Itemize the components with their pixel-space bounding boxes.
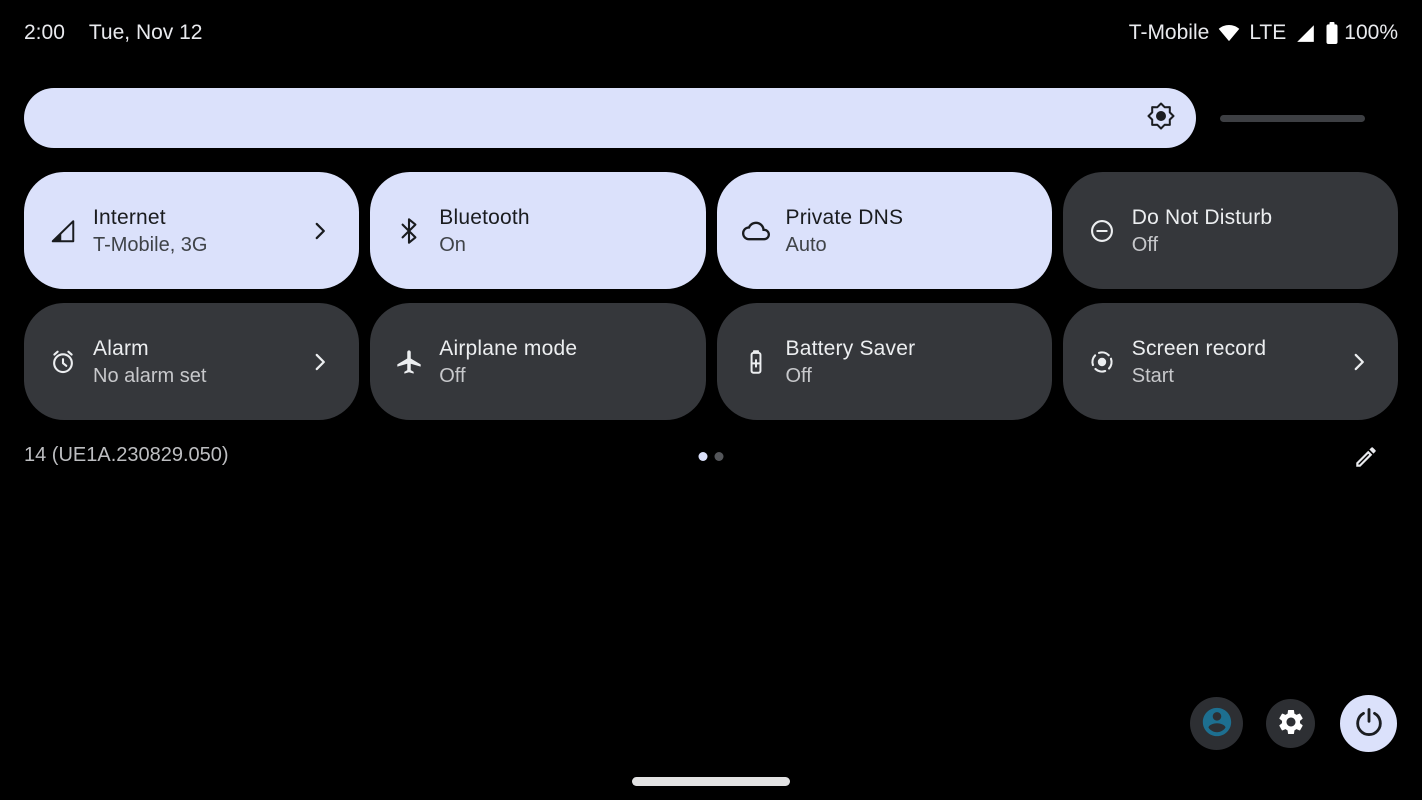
wifi-icon xyxy=(1218,22,1240,44)
tile-bluetooth[interactable]: Bluetooth On xyxy=(370,172,706,289)
edit-tiles-button[interactable] xyxy=(1346,438,1386,478)
carrier-label: T-Mobile xyxy=(1128,21,1210,44)
battery-saver-icon xyxy=(741,347,771,377)
bluetooth-icon xyxy=(394,216,424,246)
brightness-icon xyxy=(1146,101,1176,136)
tile-title: Airplane mode xyxy=(439,336,578,360)
network-type-label: LTE xyxy=(1249,21,1287,44)
tile-title: Bluetooth xyxy=(439,205,530,229)
tile-status: Off xyxy=(1131,233,1159,256)
tile-private-dns[interactable]: Private DNS Auto xyxy=(716,172,1052,289)
tile-status: Start xyxy=(1131,364,1174,387)
cellular-signal-icon xyxy=(1295,23,1316,44)
tile-title: Internet xyxy=(93,205,166,229)
brightness-fill xyxy=(24,88,1197,148)
tile-internet[interactable]: Internet T-Mobile, 3G xyxy=(24,172,360,289)
do-not-disturb-icon xyxy=(1087,216,1117,246)
tile-title: Battery Saver xyxy=(785,336,916,360)
tile-airplane-mode[interactable]: Airplane mode Off xyxy=(370,303,706,420)
tile-screen-record[interactable]: Screen record Start xyxy=(1062,303,1398,420)
brightness-slider[interactable] xyxy=(24,88,1365,148)
airplane-icon xyxy=(394,347,424,377)
tile-title: Alarm xyxy=(93,336,149,360)
tile-title: Screen record xyxy=(1131,336,1267,360)
settings-button[interactable] xyxy=(1266,699,1315,748)
home-gesture-bar[interactable] xyxy=(632,777,790,786)
tile-battery-saver[interactable]: Battery Saver Off xyxy=(716,303,1052,420)
chevron-right-icon xyxy=(1346,349,1372,375)
tile-status: T-Mobile, 3G xyxy=(93,233,208,256)
screen-record-icon xyxy=(1087,347,1117,377)
tile-title: Private DNS xyxy=(785,205,904,229)
user-switcher-button[interactable] xyxy=(1190,697,1243,750)
tile-status: Off xyxy=(439,364,466,387)
chevron-right-icon xyxy=(307,218,333,244)
tile-status: No alarm set xyxy=(93,364,207,387)
pencil-icon xyxy=(1353,444,1379,473)
date: Tue, Nov 12 xyxy=(88,21,203,44)
quick-settings-grid: Internet T-Mobile, 3G Bluetooth On Priva… xyxy=(24,172,1398,420)
page-indicator xyxy=(698,452,724,461)
alarm-icon xyxy=(48,347,78,377)
gear-icon xyxy=(1276,707,1306,740)
mobile-signal-icon xyxy=(48,216,78,246)
build-number: 14 (UE1A.230829.050) xyxy=(24,444,229,466)
shade-footer: 14 (UE1A.230829.050) xyxy=(24,440,1398,474)
page-dot-active xyxy=(698,452,708,461)
brightness-track xyxy=(1220,115,1365,122)
user-avatar-icon xyxy=(1200,705,1234,742)
tile-title: Do Not Disturb xyxy=(1131,205,1273,229)
tile-status: Off xyxy=(785,364,812,387)
tile-status: On xyxy=(439,233,466,256)
battery-icon xyxy=(1325,21,1339,45)
cloud-icon xyxy=(741,216,771,246)
chevron-right-icon xyxy=(307,349,333,375)
battery-percent-label: 100% xyxy=(1344,21,1398,44)
power-button[interactable] xyxy=(1340,695,1397,752)
tile-alarm[interactable]: Alarm No alarm set xyxy=(24,303,360,420)
tile-status: Auto xyxy=(785,233,827,256)
clock: 2:00 xyxy=(24,21,65,44)
tile-do-not-disturb[interactable]: Do Not Disturb Off xyxy=(1062,172,1398,289)
power-icon xyxy=(1352,705,1386,742)
status-bar: 2:00 Tue, Nov 12 T-Mobile LTE 100% xyxy=(0,0,1422,66)
page-dot xyxy=(714,452,724,461)
